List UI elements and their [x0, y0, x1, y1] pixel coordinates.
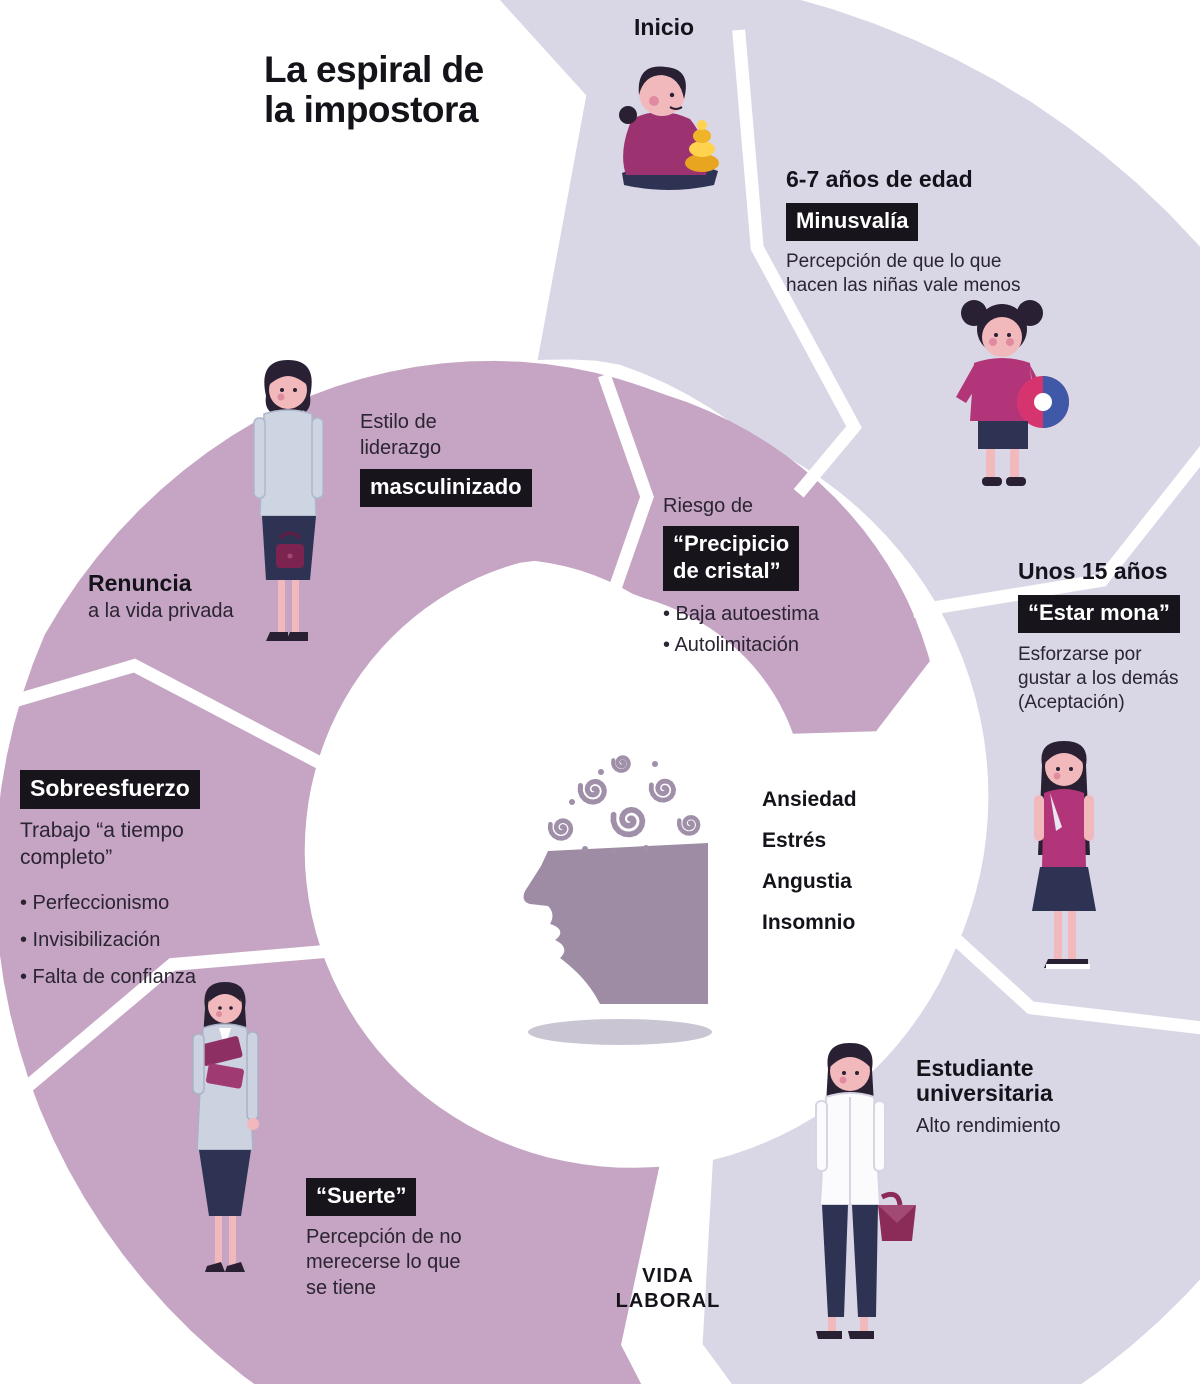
- swirl-dot-icon: [582, 846, 588, 852]
- stage-precipicio-bullets: • Baja autoestima • Autolimitación: [663, 603, 853, 657]
- title-line-2: la impostora: [264, 88, 478, 130]
- stage-vida-laboral-label: VIDA LABORAL: [615, 1265, 721, 1312]
- segment-separator: [732, 29, 862, 498]
- stage-renuncia-text: a la vida privada: [88, 600, 234, 622]
- stage-infancia-age: 6-7 años de edad: [786, 166, 973, 192]
- segment-separator: [911, 446, 1200, 618]
- stage-adolescencia-badge: “Estar mona”: [1018, 595, 1180, 633]
- toddler-girl-illustration: [619, 66, 719, 190]
- stage-universidad-text: Alto rendimiento: [916, 1114, 1061, 1137]
- segment-separator: [14, 943, 344, 1100]
- stage-universidad-title: Estudiante universitaria: [916, 1055, 1053, 1107]
- swirl-icon: [547, 818, 574, 841]
- stage-liderazgo: Estilo de liderazgo masculinizado: [360, 410, 580, 507]
- bullet-item: • Autolimitación: [663, 633, 799, 656]
- spiral-outer-band: [499, 0, 1200, 1384]
- woman-handbag-illustration: [253, 360, 324, 641]
- stage-suerte: “Suerte” Percepción de no merecerse lo q…: [306, 1178, 506, 1301]
- segment-separator: [934, 918, 1200, 1035]
- stage-universidad: Estudiante universitaria Alto rendimient…: [916, 1055, 1116, 1139]
- bullet-item: • Baja autoestima: [663, 602, 819, 625]
- stage-inicio-label: Inicio: [634, 14, 695, 40]
- young-girl-illustration: [956, 300, 1069, 486]
- symptom-item: Insomnio: [762, 911, 856, 934]
- teen-girl-illustration: [1032, 741, 1096, 969]
- swirl-icon: [676, 814, 701, 836]
- stage-precipicio-badge: “Precipicio de cristal”: [663, 525, 800, 591]
- stage-sobreesfuerzo: Sobreesfuerzo Trabajo “a tiempo completo…: [20, 770, 240, 1003]
- stage-liderazgo-badge: masculinizado: [360, 469, 532, 507]
- center-symptoms: Ansiedad Estrés Angustia Insomnio: [762, 788, 857, 952]
- swirl-dot-icon: [611, 848, 617, 854]
- swirl-icon: [610, 806, 646, 838]
- bullet-item: • Invisibilización: [20, 928, 161, 951]
- stage-infancia: 6-7 años de edad Minusvalía Percepción d…: [786, 166, 1056, 298]
- title-line-1: La espiral de: [264, 49, 484, 90]
- stage-liderazgo-text: Estilo de liderazgo: [360, 411, 442, 459]
- thought-swirls-icon: [547, 755, 701, 854]
- symptom-item: Ansiedad: [762, 788, 857, 811]
- stage-sobreesfuerzo-text: Trabajo “a tiempo completo”: [20, 818, 184, 869]
- bullet-item: • Falta de confianza: [20, 965, 196, 988]
- stage-infancia-badge: Minusvalía: [786, 203, 919, 241]
- stage-renuncia: Renuncia a la vida privada: [88, 570, 308, 625]
- stage-renuncia-title: Renuncia: [88, 570, 192, 596]
- symptom-item: Estrés: [762, 829, 827, 852]
- university-student-illustration: [815, 1043, 916, 1339]
- stage-adolescencia: Unos 15 años “Estar mona” Esforzarse por…: [1018, 558, 1198, 715]
- head-profile-illustration: [523, 843, 708, 1004]
- head-shadow: [528, 1019, 712, 1045]
- stage-adolescencia-text: Esforzarse por gustar a los demás (Acept…: [1018, 643, 1179, 714]
- swirl-icon: [648, 778, 677, 803]
- swirl-dot-icon: [652, 761, 658, 767]
- stage-sobreesfuerzo-bullets: • Perfeccionismo • Invisibilización • Fa…: [20, 892, 240, 989]
- stage-adolescencia-age: Unos 15 años: [1018, 558, 1168, 584]
- segment-separator: [597, 372, 654, 611]
- page-title: La espiral de la impostora: [264, 50, 484, 130]
- stage-precipicio-text: Riesgo de: [663, 495, 754, 517]
- swirl-icon: [611, 755, 631, 773]
- stage-sobreesfuerzo-badge: Sobreesfuerzo: [20, 770, 200, 809]
- swirl-icon: [577, 778, 607, 805]
- working-woman-folder-illustration: [192, 982, 259, 1272]
- stage-precipicio: Riesgo de “Precipicio de cristal” • Baja…: [663, 494, 853, 671]
- swirl-dot-icon: [598, 769, 604, 775]
- bullet-item: • Perfeccionismo: [20, 891, 170, 914]
- swirl-dot-icon: [643, 845, 649, 851]
- symptom-item: Angustia: [762, 870, 852, 893]
- stage-infancia-text: Percepción de que lo que hacen las niñas…: [786, 250, 1021, 296]
- stage-suerte-text: Percepción de no merecerse lo que se tie…: [306, 1225, 462, 1299]
- stage-suerte-badge: “Suerte”: [306, 1178, 417, 1216]
- swirl-dot-icon: [569, 799, 575, 805]
- segment-separator: [8, 658, 340, 778]
